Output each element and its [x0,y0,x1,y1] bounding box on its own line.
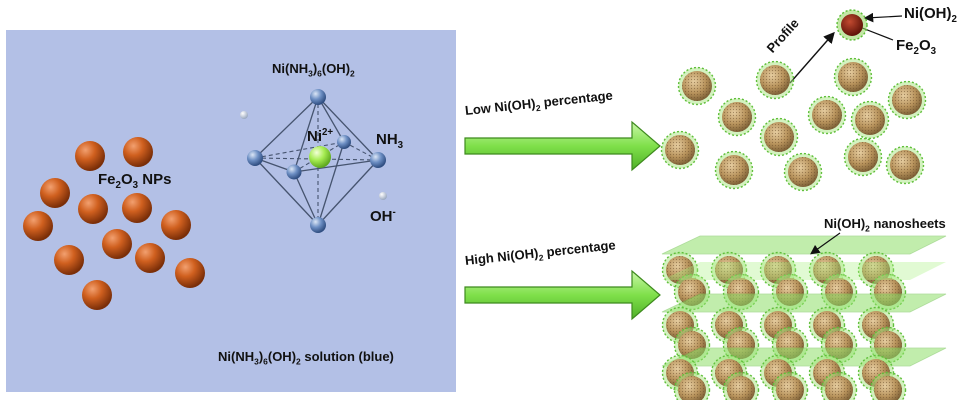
core-shell-particle [885,145,925,185]
fe2o3-particles [23,137,205,310]
complex-title: Ni(NH3)6(OH)2 [272,61,355,79]
fe2o3-particle [123,137,153,167]
high-percentage-arrow [464,269,661,321]
nh3-atom [310,89,326,105]
solution-label: Ni(NH3)6(OH)2 solution (blue) [218,349,394,367]
nanosheets-label: Ni(OH)2 nanosheets [824,216,946,234]
fe2o3-particle [23,211,53,241]
nanosheet-stack [661,235,947,400]
core-shell-particle [677,66,717,106]
core-shell-particles [660,57,927,192]
ni-atom [309,146,331,168]
core-shell-particle [833,57,873,97]
nh3-atom [286,164,302,180]
core-shell-particle [869,371,907,400]
oh-atom [379,192,387,200]
oh-label: OH- [370,207,396,225]
core-shell-particle [807,95,847,135]
core-shell-particle [714,150,754,190]
oh-atom [240,111,248,119]
core-shell-particle [850,100,890,140]
ni-ion-label: Ni2+ [307,127,334,145]
fe2o3-particle [54,245,84,275]
nh3-atom [370,152,386,168]
fe2o3-particle [82,280,112,310]
profile-particle [836,9,868,41]
core-label: Fe2O3 [896,37,937,57]
core-shell-particle [771,371,809,400]
low-percentage-arrow [464,120,661,172]
nh3-atom [247,150,263,166]
fe2o3-particle [122,193,152,223]
fe2o3-particle [78,194,108,224]
fe2o3-particle [75,141,105,171]
nanosheet [661,293,947,313]
core-shell-particle [717,97,757,137]
fe2o3-particle [135,243,165,273]
nh3-atom [337,135,351,149]
core-shell-particle [783,152,823,192]
core-shell-particle [722,371,760,400]
core-shell-particle [759,117,799,157]
core-shell-particle [808,306,846,344]
nanosheet [661,347,947,367]
core-shell-particle [673,326,711,364]
fe2o3-nps-label: Fe2O3 NPs [98,171,172,191]
fe2o3-particle [175,258,205,288]
shell-pointer [863,12,903,23]
fe2o3-particle [40,178,70,208]
core-shell-particle [660,130,700,170]
nanosheet [662,262,946,280]
shell-label: Ni(OH)2 [904,5,957,25]
fe2o3-particle [102,229,132,259]
nh3-label: NH3 [376,131,404,151]
nh3-atom [310,217,326,233]
nanosheet-pointer [810,232,841,255]
ni-complex-structure [240,89,387,233]
core-shell-particle [820,371,858,400]
core-shell-particle [673,371,711,400]
profile-arrow [789,31,835,84]
fe2o3-particle [161,210,191,240]
core-shell-particle [887,80,927,120]
nanosheet [661,235,947,255]
core-shell-particle [843,137,883,177]
core-shell-particle [755,60,795,100]
